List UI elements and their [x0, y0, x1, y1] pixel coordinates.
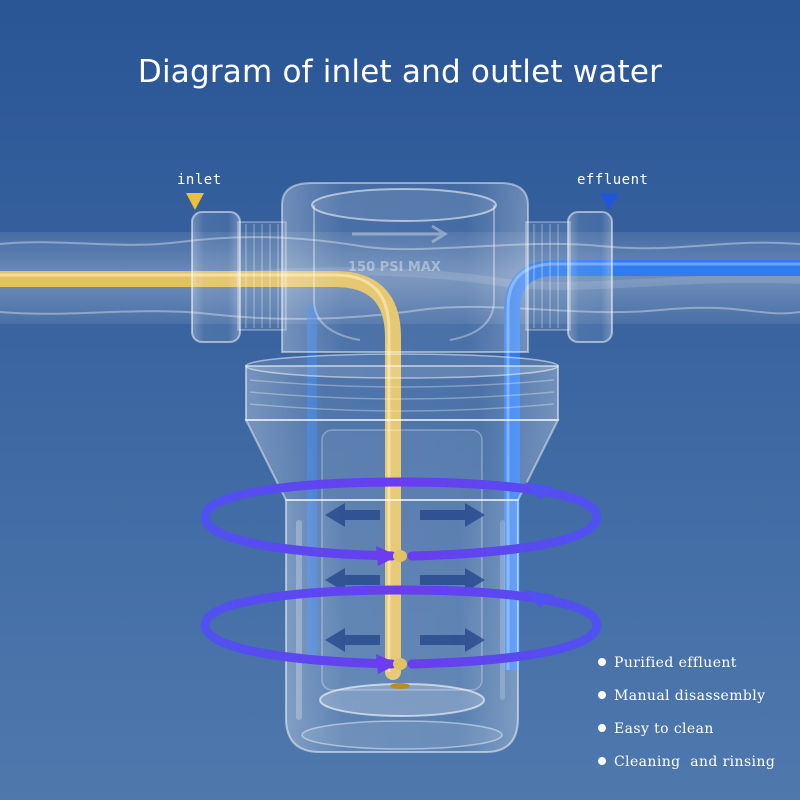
feature-text: Purified effluent	[614, 655, 737, 671]
effluent-label: effluent	[577, 172, 649, 188]
feature-text: Manual disassembly	[614, 688, 766, 704]
filter-housing	[191, 182, 613, 753]
feature-item: Purified effluent	[598, 652, 775, 685]
inlet-marker-icon	[186, 193, 204, 210]
feature-text: Cleaning and rinsing	[614, 754, 776, 770]
housing-marking: 150 PSI MAX	[348, 260, 441, 275]
lower-flow-ring	[200, 585, 602, 669]
bullet-icon	[598, 724, 606, 732]
feature-text: Easy to clean	[614, 721, 714, 737]
feature-item: Manual disassembly	[598, 685, 775, 718]
effluent-marker-icon	[599, 193, 619, 210]
feature-item: Easy to clean	[598, 718, 775, 751]
lower-ring-arrow-icon	[376, 654, 398, 674]
ring-pipe-junction	[393, 550, 407, 670]
feature-list: Purified effluent Manual disassembly Eas…	[598, 652, 775, 784]
upper-ring-arrow-icon	[376, 546, 398, 566]
internal-flow-arrows	[325, 503, 485, 652]
upper-flow-ring	[200, 477, 602, 561]
feature-item: Cleaning and rinsing	[598, 751, 775, 784]
diagram-title: Diagram of inlet and outlet water	[137, 54, 663, 90]
inlet-label: inlet	[177, 172, 222, 188]
bullet-icon	[598, 691, 606, 699]
bullet-icon	[598, 757, 606, 765]
bullet-icon	[598, 658, 606, 666]
